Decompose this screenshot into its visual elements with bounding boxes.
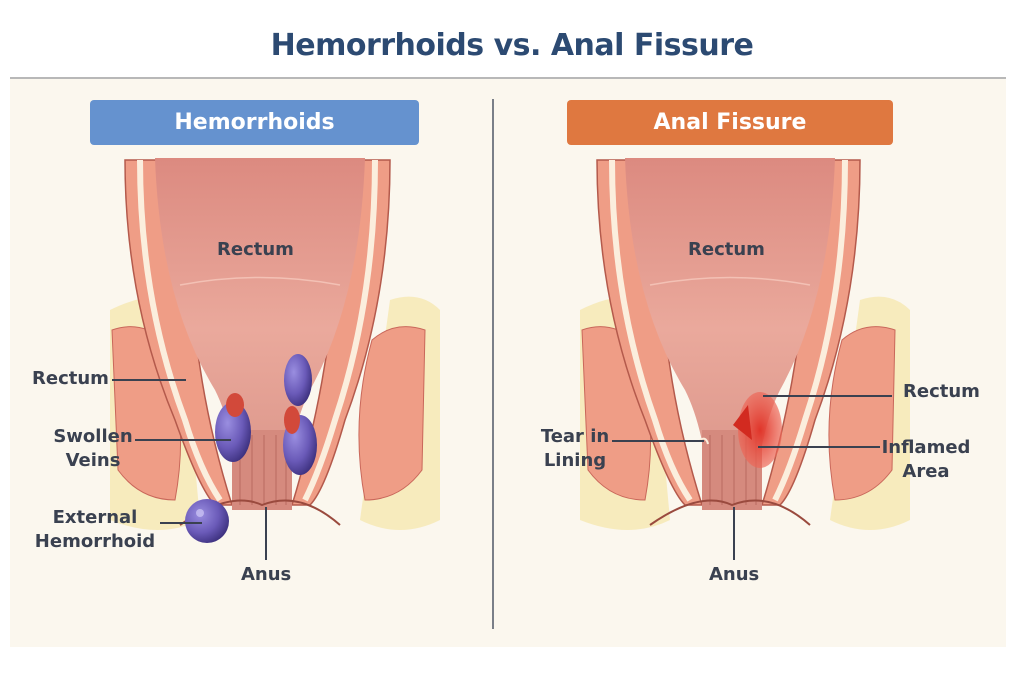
swollen-veins-label: Swollen Veins — [48, 425, 138, 473]
panel-divider — [492, 99, 494, 629]
hemorrhoids-anatomy — [110, 158, 440, 560]
hemorrhoids-rectum-label: Rectum — [32, 368, 109, 389]
page-title: Hemorrhoids vs. Anal Fissure — [270, 28, 754, 63]
fissure-anus-label: Anus — [709, 564, 760, 585]
external-hemorrhoid-line1: External — [52, 507, 138, 528]
swollen-veins-line1: Swollen — [53, 426, 133, 447]
tear-in-lining-label: Tear in Lining — [535, 425, 615, 473]
fissure-rectum-center-label: Rectum — [688, 239, 765, 260]
external-hemorrhoid-label: External Hemorrhoid — [30, 506, 160, 554]
inflamed-area-line1: Inflamed — [881, 437, 971, 458]
tear-in-lining-line1: Tear in — [540, 426, 610, 447]
hemorrhoids-anus-label: Anus — [241, 564, 292, 585]
fissure-anatomy — [580, 158, 910, 560]
inflamed-area-line2: Area — [902, 461, 950, 482]
swollen-veins-line2: Veins — [65, 450, 121, 471]
title-rule — [10, 77, 1006, 79]
hemorrhoids-header: Hemorrhoids — [90, 100, 419, 145]
fissure-rectum-label: Rectum — [903, 381, 980, 402]
anal-fissure-header: Anal Fissure — [567, 100, 893, 145]
inflamed-area-label: Inflamed Area — [878, 436, 974, 484]
hemorrhoids-rectum-center-label: Rectum — [217, 239, 294, 260]
tear-in-lining-line2: Lining — [543, 450, 607, 471]
external-hemorrhoid-line2: Hemorrhoid — [34, 531, 156, 552]
